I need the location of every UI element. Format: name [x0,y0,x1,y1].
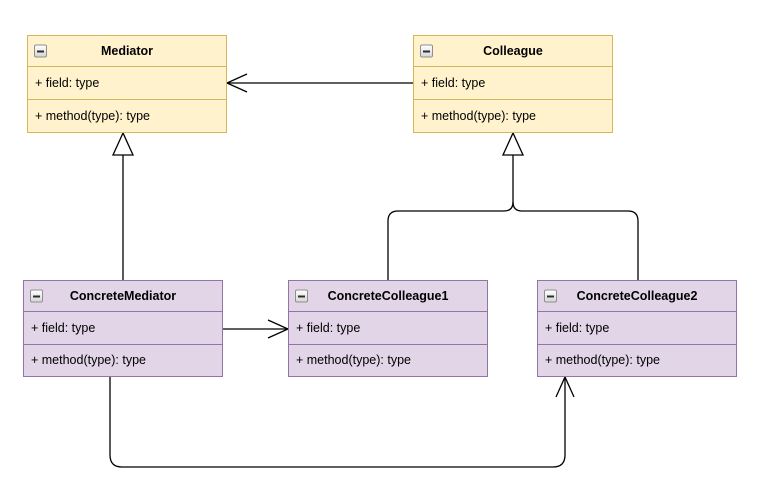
class-title: Colleague [483,44,543,58]
class-title: ConcreteColleague1 [327,289,449,303]
collapse-icon[interactable] [295,289,308,303]
member-row: + method(type): type [538,343,736,377]
class-header-concrete-mediator: ConcreteMediator [24,281,222,312]
minus-glyph [547,295,554,297]
member-row: + field: type [35,76,100,90]
concretecolleague2-generalization-branch-line[interactable] [512,201,639,280]
class-box-concrete-colleague-2[interactable]: ConcreteColleague2 + field: type + method(… [537,280,737,377]
class-header-mediator: Mediator [28,36,226,67]
class-box-mediator[interactable]: Mediator + field: type + method(type): typ… [27,35,227,133]
collapse-icon[interactable] [34,44,47,58]
member-row: + method(type): type [28,99,226,132]
concretecolleague1-generalization-branch-line[interactable] [387,201,514,280]
class-header-colleague: Colleague [414,36,612,67]
collapse-icon[interactable] [544,289,557,303]
colleague-generalization-stem-triangle-arrowhead-icon [501,131,525,156]
class-title: ConcreteColleague2 [576,289,698,303]
class-header-concrete-colleague-1: ConcreteColleague1 [289,281,487,312]
member-row: + method(type): type [414,99,612,132]
concretemediator-to-concretecolleague2-association-line[interactable] [109,377,566,468]
member-row: + field: type [421,76,486,90]
class-box-concrete-colleague-1[interactable]: ConcreteColleague1 + field: type + method(… [288,280,488,377]
collapse-icon[interactable] [420,44,433,58]
class-title: Mediator [100,44,154,58]
class-title: ConcreteMediator [69,289,177,303]
colleague-to-mediator-association-open-arrowhead-icon [225,73,248,93]
concretemediator-to-mediator-generalization-triangle-arrowhead-icon [111,131,135,156]
minus-glyph [33,295,40,297]
class-box-colleague[interactable]: Colleague + field: type + method(type): ty… [413,35,613,133]
collapse-icon[interactable] [30,289,43,303]
member-row: + field: type [31,320,96,335]
minus-glyph [37,50,44,52]
concretemediator-to-concretecolleague2-association-open-arrowhead-icon [555,375,575,398]
member-row: + method(type): type [24,343,222,377]
member-row: + field: type [545,320,610,335]
minus-glyph [298,295,305,297]
class-box-concrete-mediator[interactable]: ConcreteMediator + field: type + method(ty… [23,280,223,377]
minus-glyph [423,50,430,52]
member-row: + field: type [296,320,361,335]
member-row: + method(type): type [289,343,487,377]
class-header-concrete-colleague-2: ConcreteColleague2 [538,281,736,312]
